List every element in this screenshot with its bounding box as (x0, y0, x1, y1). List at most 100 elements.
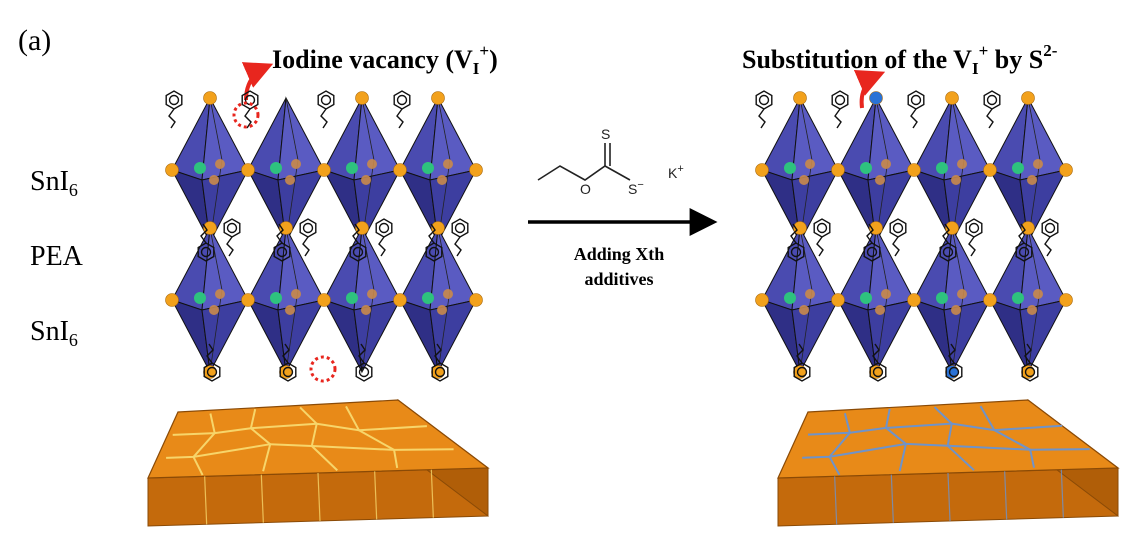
pea-cation (945, 343, 963, 382)
label-bottom-layer: SnI6 (30, 316, 78, 350)
pea-cation (831, 90, 849, 129)
grain-boundary (172, 422, 427, 436)
iodide-ion (907, 163, 921, 177)
pea-cation (299, 218, 317, 257)
pea-cation (203, 343, 221, 382)
pea-cation (755, 90, 773, 129)
atom-counterion: K+ (668, 163, 684, 181)
tin-atom (784, 292, 796, 304)
left-film-slab (147, 398, 490, 527)
iodide-ion (1059, 293, 1073, 307)
right-title-sup: + (979, 41, 989, 60)
pea-cation (375, 218, 393, 257)
right-title-sup2: 2- (1043, 41, 1058, 60)
left-title-main: Iodine vacancy (V (272, 45, 473, 74)
tin-atom (194, 162, 206, 174)
grain-boundary (828, 413, 851, 476)
pea-cation (451, 218, 469, 257)
iodide-ion (983, 163, 997, 177)
right-title-mid: by S (988, 45, 1043, 74)
tin-atom (1012, 162, 1024, 174)
iodide-ion (1059, 163, 1073, 177)
iodide-ion (793, 221, 807, 235)
grain-boundary (299, 406, 338, 472)
pea-cation (197, 223, 215, 262)
pea-cation (983, 90, 1001, 129)
pea-cation (863, 223, 881, 262)
octahedron (836, 91, 915, 249)
iodide-ion (983, 293, 997, 307)
pea-cation (273, 223, 291, 262)
molecule-backbone (537, 165, 631, 181)
arrow-label-line1: Adding Xth (574, 244, 665, 264)
pea-cation (889, 218, 907, 257)
vacancy-marker-bottom (309, 355, 337, 383)
left-perovskite-structure (165, 90, 483, 382)
arrow-label-line2: additives (584, 269, 653, 289)
grain-boundary (979, 405, 1035, 468)
panel-label: (a) (18, 24, 51, 57)
atom-sulfur-top: S (601, 126, 610, 142)
vacancy-pointer-arrow (241, 62, 274, 101)
grain-boundary (249, 408, 272, 472)
tin-atom (270, 292, 282, 304)
grain-boundary (807, 422, 1063, 436)
grain-boundary (933, 406, 975, 471)
iodide-ion (203, 91, 217, 105)
iodide-ion (279, 221, 293, 235)
tin-atom (860, 292, 872, 304)
pea-cation (1015, 223, 1033, 262)
xanthate-molecule (537, 143, 631, 181)
iodide-ion (165, 163, 179, 177)
grain-boundary (345, 405, 399, 469)
iodide-ion (241, 293, 255, 307)
grain-boundary (166, 443, 454, 459)
pea-cation (317, 90, 335, 129)
tin-atom (346, 292, 358, 304)
pea-cation (869, 343, 887, 382)
tin-atom (860, 162, 872, 174)
pea-cation (425, 223, 443, 262)
iodide-ion (431, 91, 445, 105)
tin-atom (1012, 292, 1024, 304)
right-film-slab (777, 398, 1120, 527)
iodide-ion (241, 163, 255, 177)
label-spacer: PEA (30, 241, 84, 272)
pea-cation (939, 223, 957, 262)
left-title-sup: + (479, 41, 489, 60)
tin-atom (422, 162, 434, 174)
iodide-ion (431, 221, 445, 235)
iodide-ion (355, 91, 369, 105)
left-title-close: ) (489, 45, 498, 74)
substitution-pointer-arrow (853, 69, 886, 109)
iodide-ion (945, 221, 959, 235)
tin-atom (346, 162, 358, 174)
octahedron (322, 221, 401, 374)
pea-cation (1021, 343, 1039, 382)
pea-cation (793, 343, 811, 382)
label-top-layer: SnI6 (30, 166, 78, 200)
iodide-ion (831, 293, 845, 307)
octahedron (398, 91, 477, 249)
right-perovskite-structure (755, 90, 1073, 382)
pea-cation (431, 343, 449, 382)
octahedron (760, 221, 839, 379)
pea-cation (965, 218, 983, 257)
right-title: Substitution of the VI+ by S2- (742, 41, 1058, 78)
tin-atom (270, 162, 282, 174)
right-title-main: Substitution of the V (742, 45, 972, 74)
iodide-ion (355, 221, 369, 235)
iodide-ion (755, 293, 769, 307)
iodide-ion (793, 91, 807, 105)
tin-atom (936, 162, 948, 174)
iodide-ion (317, 163, 331, 177)
grain-boundary (192, 413, 216, 476)
tin-atom (422, 292, 434, 304)
iodide-ion (1021, 91, 1035, 105)
iodide-ion (469, 293, 483, 307)
iodide-ion (755, 163, 769, 177)
pea-cation (907, 90, 925, 129)
pea-cation (393, 90, 411, 129)
iodide-ion (831, 163, 845, 177)
